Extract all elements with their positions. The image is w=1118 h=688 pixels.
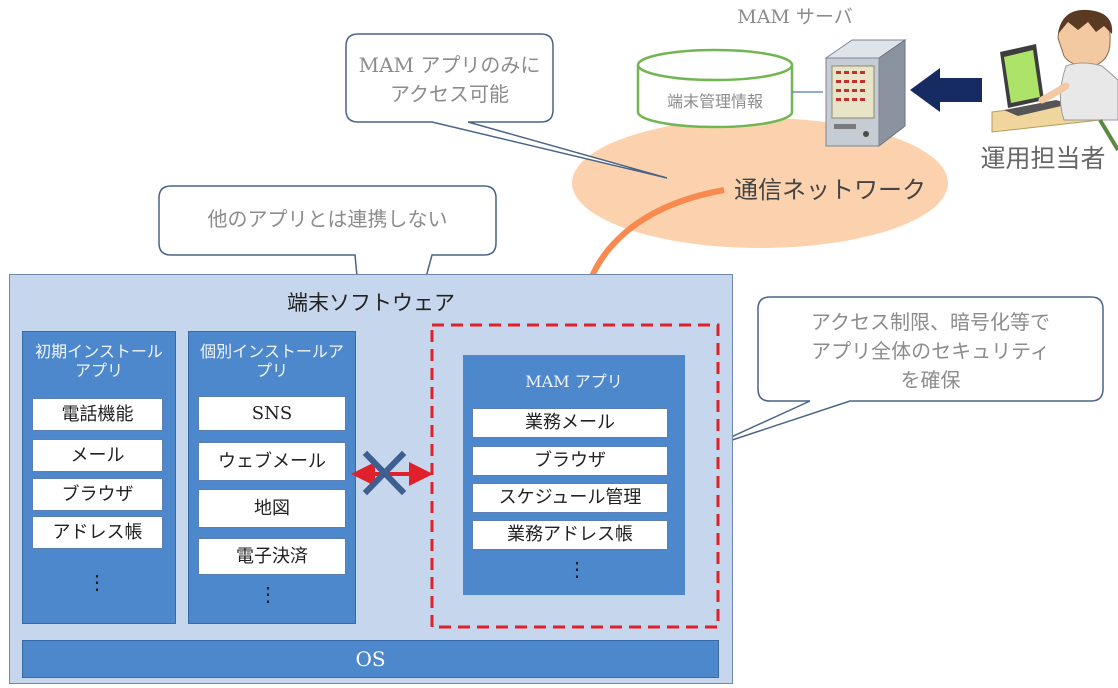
preinstalled-apps-title: 初期インストールアプリ (35, 342, 163, 380)
mam-protected-boundary (430, 323, 720, 629)
preinstalled-apps-column (22, 331, 176, 624)
mam-server-label: MAM サーバ (737, 6, 853, 28)
operator-to-server-arrow (910, 68, 982, 112)
os-bar: OS (22, 640, 719, 678)
mam-app-item: 業務アドレス帳 (472, 520, 668, 550)
operator-label: 運用担当者 (980, 144, 1106, 173)
preinstalled-app-item: アドレス帳 (32, 516, 163, 549)
preinstalled-app-item: 電話機能 (32, 398, 163, 431)
callout-security-line1: アクセス制限、暗号化等で (811, 310, 1050, 334)
callout-mam-only-line1: MAM アプリのみに (358, 53, 541, 77)
mam-app-title: MAM アプリ (525, 372, 623, 391)
mam-app-item: 業務メール (472, 408, 668, 438)
individual-app-item: 地図 (198, 489, 346, 528)
operator-person-icon (991, 9, 1118, 152)
callout-security-line2: アプリ全体のセキュリティ (811, 339, 1050, 363)
db-label: 端末管理情報 (666, 92, 763, 111)
callout-mam-only-line2: アクセス可能 (390, 82, 509, 106)
individual-apps-title: 個別インストールアプリ (200, 342, 344, 380)
individual-app-item: 電子決済 (198, 538, 346, 575)
server-icon (824, 39, 907, 148)
database-icon (636, 48, 794, 129)
callout-no-link-text: 他のアプリとは連携しない (207, 207, 448, 231)
preinstalled-app-item: ブラウザ (32, 478, 163, 511)
individual-app-item: SNS (198, 396, 346, 431)
individual-app-item: ウェブメール (198, 442, 346, 481)
callout-security (704, 296, 1104, 450)
callout-mam-only (345, 33, 668, 179)
terminal-software-title: 端末ソフトウェア (287, 291, 455, 315)
network-label: 通信ネットワーク (734, 176, 926, 204)
mam-app-item: スケジュール管理 (472, 483, 668, 513)
network-ellipse (572, 118, 948, 248)
callout-security-line3: を確保 (900, 368, 961, 392)
preinstalled-app-item: メール (32, 439, 163, 472)
mam-app-item: ブラウザ (472, 446, 668, 476)
blocked-x-icon (362, 450, 407, 496)
